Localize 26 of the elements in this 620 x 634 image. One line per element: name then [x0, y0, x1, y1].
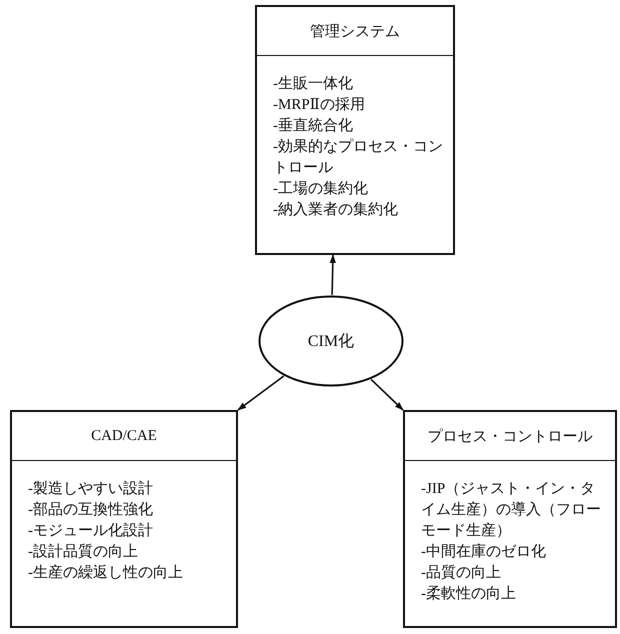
list-item: -効果的なプロセス・コントロール: [273, 137, 444, 178]
list-item: -MRPⅡの採用: [273, 96, 366, 115]
node-label: CIM化: [308, 332, 354, 352]
arrow: [330, 254, 336, 296]
list-item: -品質の向上: [421, 564, 502, 583]
box-heading: プロセス・コントロール: [428, 427, 592, 446]
list-item: -部品の互換性強化: [28, 500, 154, 520]
list-item: -垂直統合化: [273, 116, 354, 136]
list-item: -モジュール化設計: [28, 522, 154, 541]
box-heading: CAD/CAE: [91, 428, 157, 444]
list-box: [10, 410, 238, 628]
list-box: [403, 410, 617, 628]
list-item: -JIP（ジャスト・イン・タイム生産）の導入（フローモード生産）: [421, 480, 602, 541]
list-item: -製造しやすい設計: [28, 480, 154, 499]
list-item: -生産の繰返し性の向上: [28, 563, 184, 583]
box-heading: 管理システム: [310, 22, 400, 40]
list-item: -工場の集約化: [273, 180, 369, 199]
list-item: -柔軟性の向上: [421, 584, 517, 604]
list-item: -納入業者の集約化: [273, 200, 399, 220]
arrow: [370, 378, 404, 411]
list-item: -設計品質の向上: [28, 542, 139, 562]
ellipse-node: [258, 295, 404, 387]
arrow: [237, 375, 284, 411]
list-box: [255, 5, 455, 255]
list-item: -生販一体化: [273, 74, 354, 94]
list-item: -中間在庫のゼロ化: [421, 542, 547, 562]
